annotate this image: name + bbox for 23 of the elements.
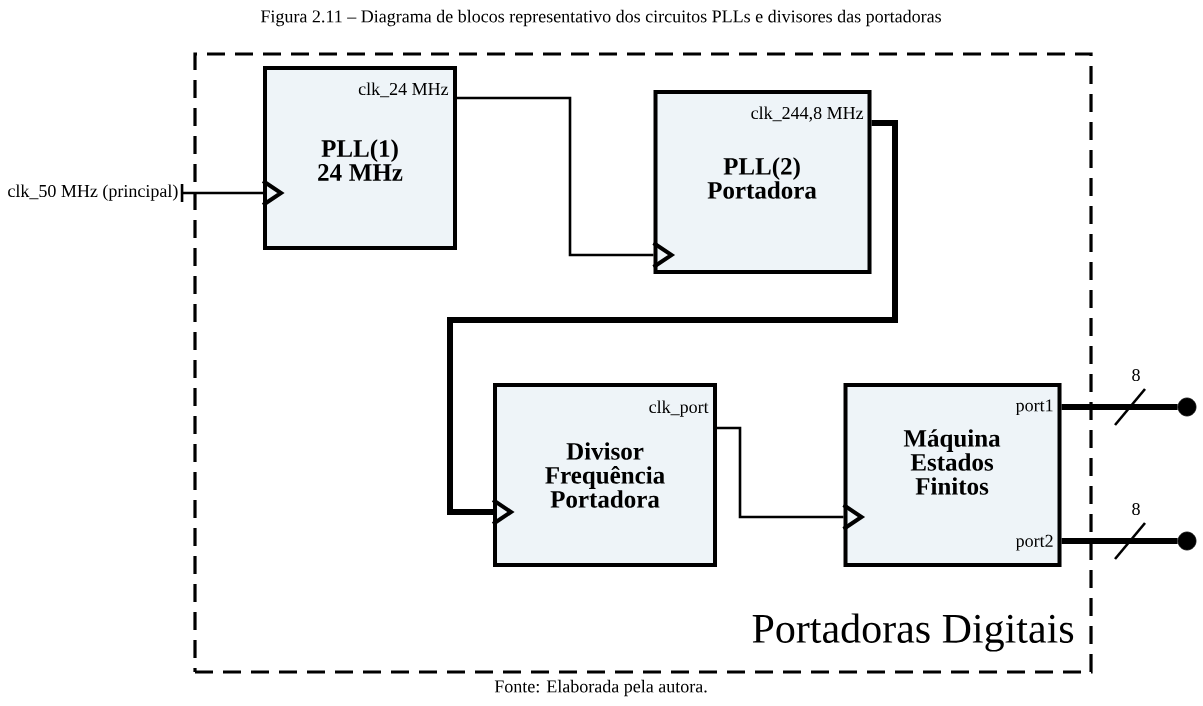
figure-source: Fonte: Elaborada pela autora. [494, 679, 707, 697]
block-title: PLL(1) 24 MHz [318, 139, 403, 181]
connector [180, 179, 285, 207]
bus-width-label: 8 [1132, 368, 1140, 382]
block-title: Máquina Estados Finitos [903, 429, 1001, 495]
frame-heading: Portadoras Digitais [752, 613, 1074, 652]
bus-width-label: 8 [1132, 502, 1140, 516]
connector [447, 120, 898, 526]
terminal-dot [1177, 531, 1197, 551]
port-label: clk_24 MHz [358, 82, 449, 98]
block-title: Divisor Frequência Portadora [545, 442, 665, 508]
connector [717, 426, 866, 531]
port-label: clk_244,8 MHz [751, 106, 864, 122]
input-label: clk_50 MHz (principal) [8, 184, 178, 201]
block-title: PLL(2) Portadora [707, 157, 817, 199]
port-label: port2 [1015, 534, 1053, 551]
terminal-dot [1177, 397, 1197, 417]
connector [457, 96, 676, 269]
figure-title: Figura 2.11 – Diagrama de blocos representativo dos circuitos PLLs e divisores das portadoras [260, 9, 941, 27]
port-label: clk_port [649, 400, 709, 417]
connector [1061, 522, 1178, 560]
port-label: port1 [1015, 399, 1053, 416]
connector [1061, 388, 1178, 426]
